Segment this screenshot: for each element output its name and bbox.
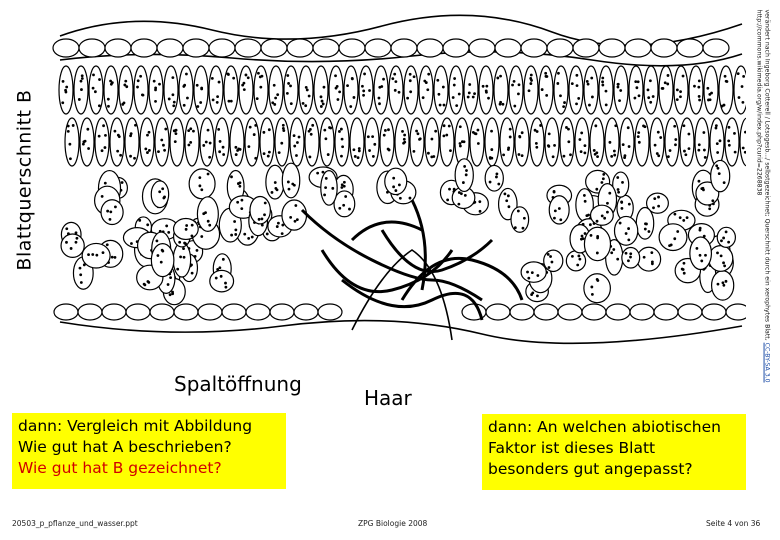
credit-line-2: http://commons.wikimedia.org/w/index.php… bbox=[756, 9, 764, 196]
leaf-cross-section-drawing bbox=[52, 14, 746, 345]
footer-filename: 20503_p_pflanze_und_wasser.ppt bbox=[12, 519, 138, 528]
credit-line-1: verändert nach Ingeborg Cotterell / Lots… bbox=[764, 9, 772, 341]
image-credit: verändert nach Ingeborg Cotterell / Lots… bbox=[748, 0, 778, 392]
abiotic-line-2: Faktor ist dieses Blatt bbox=[488, 439, 656, 457]
image-credit-text: verändert nach Ingeborg Cotterell / Lots… bbox=[755, 9, 771, 382]
slide-title: Blattquerschnitt B bbox=[10, 60, 40, 300]
footer-organization: ZPG Biologie 2008 bbox=[358, 519, 428, 528]
comparison-question-box: dann: Vergleich mit Abbildung Wie gut ha… bbox=[12, 413, 286, 489]
slide-title-text: Blattquerschnitt B bbox=[14, 89, 36, 271]
abiotic-line-3: besonders gut angepasst? bbox=[488, 460, 693, 478]
footer-page-number: Seite 4 von 36 bbox=[706, 519, 761, 528]
abiotic-factor-question-box: dann: An welchen abiotischen Faktor ist … bbox=[482, 414, 746, 490]
hair-label: Haar bbox=[364, 386, 412, 410]
stoma-label: Spaltöffnung bbox=[174, 372, 302, 396]
comparison-line-3: Wie gut hat B gezeichnet? bbox=[18, 459, 222, 477]
comparison-line-2: Wie gut hat A beschrieben? bbox=[18, 438, 232, 456]
comparison-line-1: dann: Vergleich mit Abbildung bbox=[18, 417, 253, 435]
license-link[interactable]: CC-BY-SA 3.0 bbox=[764, 342, 772, 383]
abiotic-line-1: dann: An welchen abiotischen bbox=[488, 418, 721, 436]
